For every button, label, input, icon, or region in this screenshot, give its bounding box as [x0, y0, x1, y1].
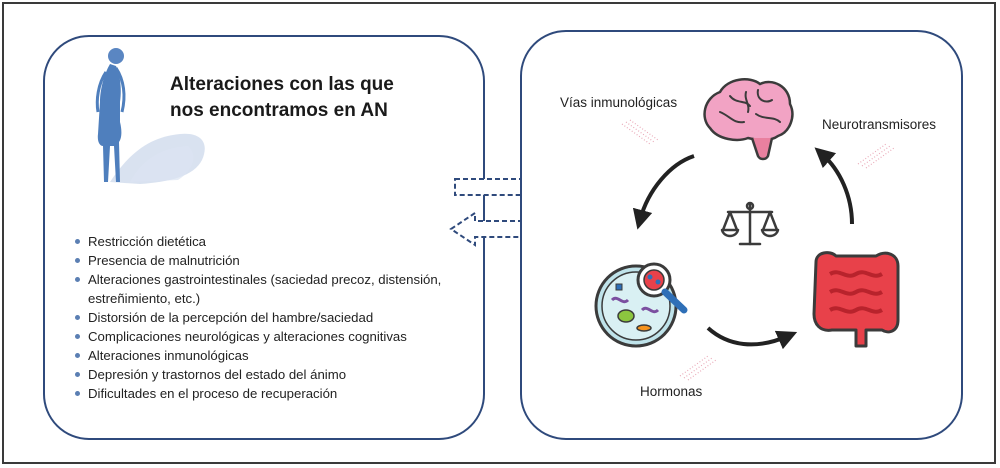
label-immune-pathways: Vías inmunológicas [560, 95, 678, 110]
list-item: Complicaciones neurológicas y alteracion… [72, 327, 472, 346]
list-item: Presencia de malnutrición [72, 251, 472, 270]
microbiota-magnifier-icon [594, 262, 688, 348]
left-title-line1: Alteraciones con las que [170, 74, 394, 95]
list-item: Alteraciones gastrointestinales (sacieda… [72, 270, 472, 308]
list-item: Alteraciones inmunológicas [72, 346, 472, 365]
arrow-microbiota-to-intestine [706, 326, 798, 350]
cycle-arrows [632, 147, 854, 350]
label-neurotransmitters: Neurotransmisores [822, 117, 937, 132]
brain-icon [703, 78, 794, 161]
list-item: Distorsión de la percepción del hambre/s… [72, 308, 472, 327]
list-item: Restricción dietética [72, 232, 472, 251]
alterations-list: Restricción dietética Presencia de malnu… [72, 232, 472, 403]
arrow-brain-to-microbiota [632, 154, 695, 230]
intestine-icon [812, 251, 900, 348]
arrow-intestine-to-brain [814, 147, 854, 225]
left-title-line2: nos encontramos en AN [170, 100, 388, 121]
woman-silhouette-icon [95, 48, 205, 184]
label-hormones: Hormonas [640, 384, 703, 399]
list-item: Depresión y trastornos del estado del án… [72, 365, 472, 384]
list-item: Dificultades en el proceso de recuperaci… [72, 384, 472, 403]
balance-scale-icon [720, 201, 780, 246]
left-title: Alteraciones con las que nos encontramos… [170, 72, 450, 124]
